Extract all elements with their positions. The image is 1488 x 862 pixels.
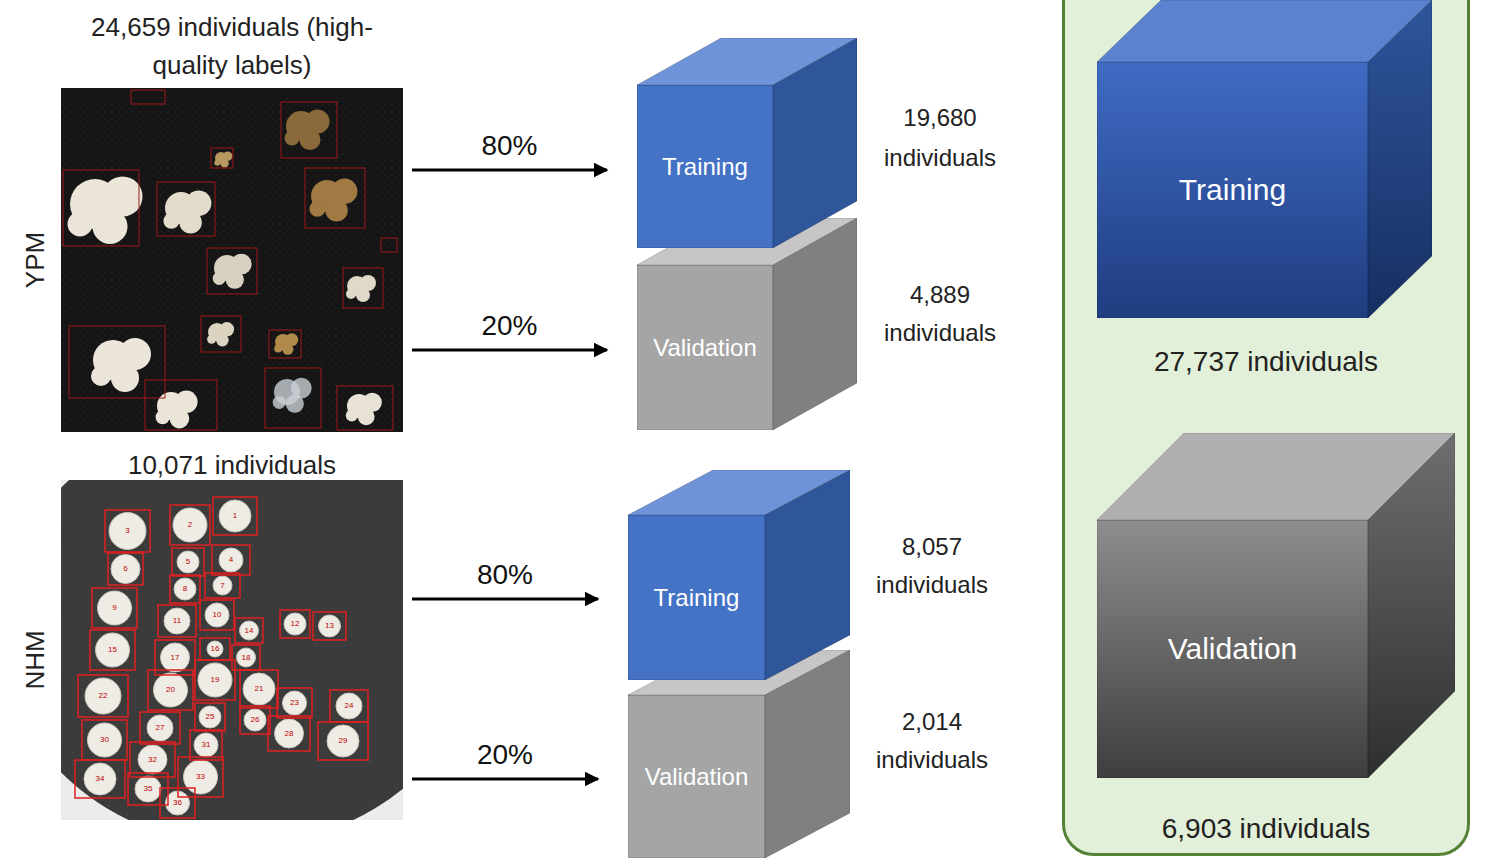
cube-label: Training <box>637 85 773 248</box>
callout-number: 13 <box>320 621 340 631</box>
label-boxes <box>75 497 368 818</box>
cube-front <box>637 85 773 248</box>
callout-number: 16 <box>205 644 225 654</box>
data-cube: Training <box>637 38 857 248</box>
callout-number: 21 <box>249 684 269 694</box>
cube-shape <box>637 38 857 248</box>
cube-label: Validation <box>1097 520 1368 778</box>
callout-number: 12 <box>285 619 305 629</box>
cube-shape <box>1097 433 1455 778</box>
callout-number: 14 <box>239 626 259 636</box>
cube-shape <box>628 470 850 680</box>
cube-front <box>1097 520 1368 778</box>
cube-side <box>1368 433 1455 778</box>
cube-side <box>765 470 850 680</box>
data-cube: Validation <box>628 650 850 858</box>
callout-number: 32 <box>143 755 163 765</box>
callout-number: 8 <box>175 584 195 594</box>
callout-number: 1 <box>225 511 245 521</box>
callout-number: 3 <box>118 526 138 536</box>
split-percent: 80% <box>450 130 570 162</box>
split-arrow <box>412 598 598 601</box>
callout-number: 22 <box>93 691 113 701</box>
split-arrow <box>412 778 598 781</box>
data-cube: Validation <box>1097 433 1455 778</box>
cube-label: Validation <box>628 695 765 858</box>
specimen-image: 10,071 individuals1234567891011121314151… <box>61 480 403 820</box>
cube-side <box>765 650 850 858</box>
cube-side <box>1368 0 1432 318</box>
cube-front <box>637 265 773 430</box>
image-heading: 24,659 individuals (high-quality labels) <box>62 8 402 84</box>
callout-number: 27 <box>150 723 170 733</box>
split-count: 8,057 individuals <box>857 528 1007 604</box>
callout-number: 5 <box>178 557 198 567</box>
cube-front <box>628 695 765 858</box>
split-count: 2,014 individuals <box>857 703 1007 779</box>
callout-number: 10 <box>207 610 227 620</box>
callout-number: 24 <box>339 701 359 711</box>
combined-panel: 27,737 individuals 6,903 individuals Train… <box>1062 0 1470 856</box>
cube-label: Validation <box>637 265 773 430</box>
callout-number: 19 <box>205 675 225 685</box>
count-caption: 27,737 individuals <box>1065 345 1467 379</box>
image-heading: 10,071 individuals <box>62 446 402 484</box>
split-percent: 80% <box>445 559 565 591</box>
dataset-name: YPM <box>20 215 50 305</box>
foraminifera <box>68 110 382 429</box>
callout-number: 36 <box>168 798 188 808</box>
callout-number: 25 <box>200 712 220 722</box>
data-cube: Validation <box>637 218 857 430</box>
callout-number: 15 <box>103 645 123 655</box>
callout-number: 4 <box>221 555 241 565</box>
cube-front <box>628 515 765 680</box>
split-percent: 20% <box>445 739 565 771</box>
split-arrow <box>412 349 607 352</box>
split-arrow <box>412 169 607 172</box>
callout-number: 30 <box>95 735 115 745</box>
cube-label: Training <box>628 515 765 680</box>
callout-number: 7 <box>213 581 233 591</box>
callout-number: 17 <box>165 653 185 663</box>
cube-side <box>773 218 857 430</box>
cube-side <box>773 38 857 248</box>
ypm-specimen-photo <box>61 88 403 432</box>
count-caption: 6,903 individuals <box>1065 812 1467 846</box>
callout-number: 6 <box>116 564 136 574</box>
callout-number: 35 <box>138 784 158 794</box>
specimen-image: 24,659 individuals (high-quality labels) <box>61 88 403 432</box>
callout-number: 34 <box>90 774 110 784</box>
callout-number: 9 <box>105 603 125 613</box>
cube-shape <box>637 218 857 430</box>
callout-number: 31 <box>196 740 216 750</box>
split-count: 4,889 individuals <box>865 276 1015 352</box>
cube-shape <box>628 650 850 858</box>
callout-number: 33 <box>191 772 211 782</box>
cube-shape <box>1097 0 1432 318</box>
data-cube: Training <box>1097 0 1432 318</box>
callout-number: 26 <box>245 715 265 725</box>
split-percent: 20% <box>450 310 570 342</box>
callout-number: 18 <box>236 653 256 663</box>
callout-number: 11 <box>167 616 187 626</box>
callout-number: 28 <box>279 729 299 739</box>
data-cube: Training <box>628 470 850 680</box>
cube-front <box>1097 62 1368 318</box>
dataset-name: NHM <box>20 615 50 705</box>
callout-number: 29 <box>333 736 353 746</box>
callout-number: 20 <box>161 685 181 695</box>
label-boxes <box>63 90 397 430</box>
callout-number: 2 <box>180 520 200 530</box>
split-count: 19,680 individuals <box>865 98 1015 178</box>
callout-number: 23 <box>285 698 305 708</box>
cube-label: Training <box>1097 62 1368 318</box>
